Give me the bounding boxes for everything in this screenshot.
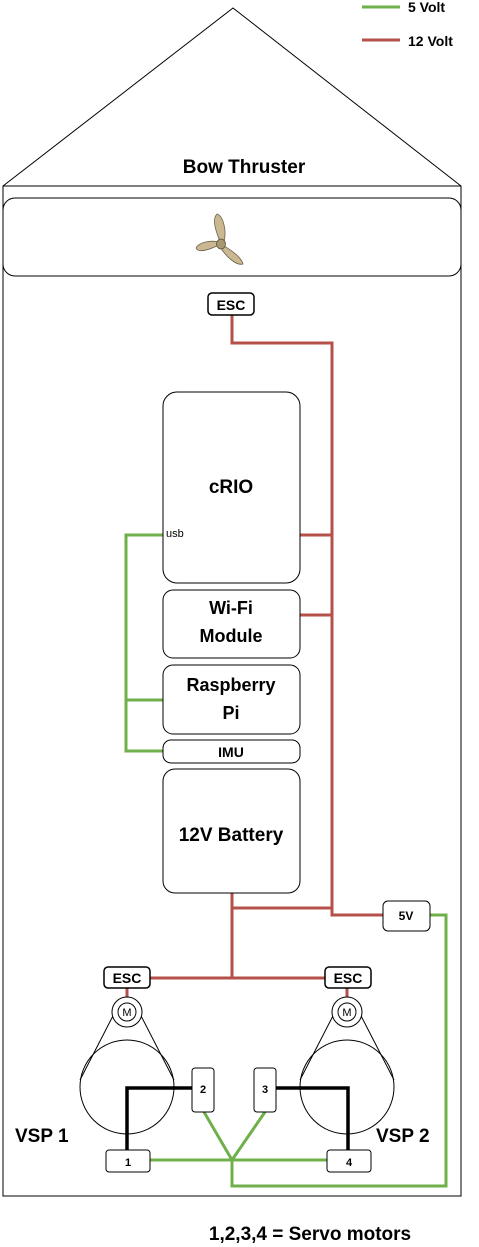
bow-thruster-esc: ESC xyxy=(207,292,255,316)
wifi-module-box: Wi-Fi Module xyxy=(162,589,301,659)
servo-2: 2 xyxy=(191,1067,215,1113)
wiring-5v xyxy=(124,533,448,1188)
regulator-label: 5V xyxy=(399,909,414,923)
hull-bow xyxy=(2,7,462,187)
vsp2-label: VSP 2 xyxy=(376,1126,430,1147)
esc-left: ESC xyxy=(103,966,151,989)
bow-esc-label: ESC xyxy=(217,297,246,313)
bow-thruster-tube xyxy=(2,197,462,277)
servo-4-label: 4 xyxy=(346,1157,353,1169)
hull-outline xyxy=(2,7,462,1197)
crio-box: cRIO usb xyxy=(162,391,301,584)
servo-footnote: 1,2,3,4 = Servo motors xyxy=(209,1224,411,1245)
rpi-label-line2: Pi xyxy=(222,703,239,723)
hull-body xyxy=(2,185,462,1197)
battery-box: 12V Battery xyxy=(162,768,301,894)
wifi-label-line2: Module xyxy=(200,626,263,646)
imu-box: IMU xyxy=(162,739,301,764)
crio-label: cRIO xyxy=(209,477,253,498)
raspberry-pi-box: Raspberry Pi xyxy=(162,664,301,735)
servo-1: 1 xyxy=(105,1149,151,1173)
regulator-5v-box: 5V xyxy=(382,900,431,932)
vsp2-unit: M xyxy=(265,996,395,1150)
servo-3: 3 xyxy=(253,1067,277,1113)
esc-right-label: ESC xyxy=(334,970,363,986)
servo-1-label: 1 xyxy=(125,1157,131,1169)
vsp2-servo-linkage xyxy=(265,1086,350,1150)
vsp1-servo-linkage xyxy=(125,1086,204,1150)
legend-5v-label: 5 Volt xyxy=(408,0,445,15)
wire-5v-servo-2 xyxy=(202,1111,234,1161)
wifi-label-line1: Wi-Fi xyxy=(209,598,253,618)
servo-4: 4 xyxy=(326,1149,372,1173)
vsp1-label: VSP 1 xyxy=(15,1126,69,1147)
crio-usb-label: usb xyxy=(166,528,184,540)
bow-thruster-title: Bow Thruster xyxy=(183,157,306,178)
wire-12v-main-trunk xyxy=(230,315,383,917)
imu-label: IMU xyxy=(218,744,244,760)
battery-label: 12V Battery xyxy=(179,825,284,846)
esc-left-label: ESC xyxy=(113,970,142,986)
motor-right-label: M xyxy=(342,1007,351,1019)
legend: 5 Volt 12 Volt xyxy=(362,0,453,49)
motor-right-icon xyxy=(337,1002,357,1022)
wire-5v-usb-bus xyxy=(124,533,163,753)
wire-12v-battery xyxy=(230,893,332,910)
wire-5v-regulator-out xyxy=(230,913,448,1188)
motor-left-icon xyxy=(117,1002,137,1022)
servo-2-label: 2 xyxy=(200,1084,206,1096)
motor-left-label: M xyxy=(122,1007,131,1019)
rpi-label-line1: Raspberry xyxy=(186,675,275,695)
servo-3-label: 3 xyxy=(262,1084,268,1096)
esc-right: ESC xyxy=(324,966,372,989)
legend-12v-label: 12 Volt xyxy=(408,33,453,49)
propeller-icon xyxy=(195,213,244,265)
wire-5v-servo-3 xyxy=(230,1111,267,1161)
vsp1-unit: M xyxy=(79,996,204,1150)
